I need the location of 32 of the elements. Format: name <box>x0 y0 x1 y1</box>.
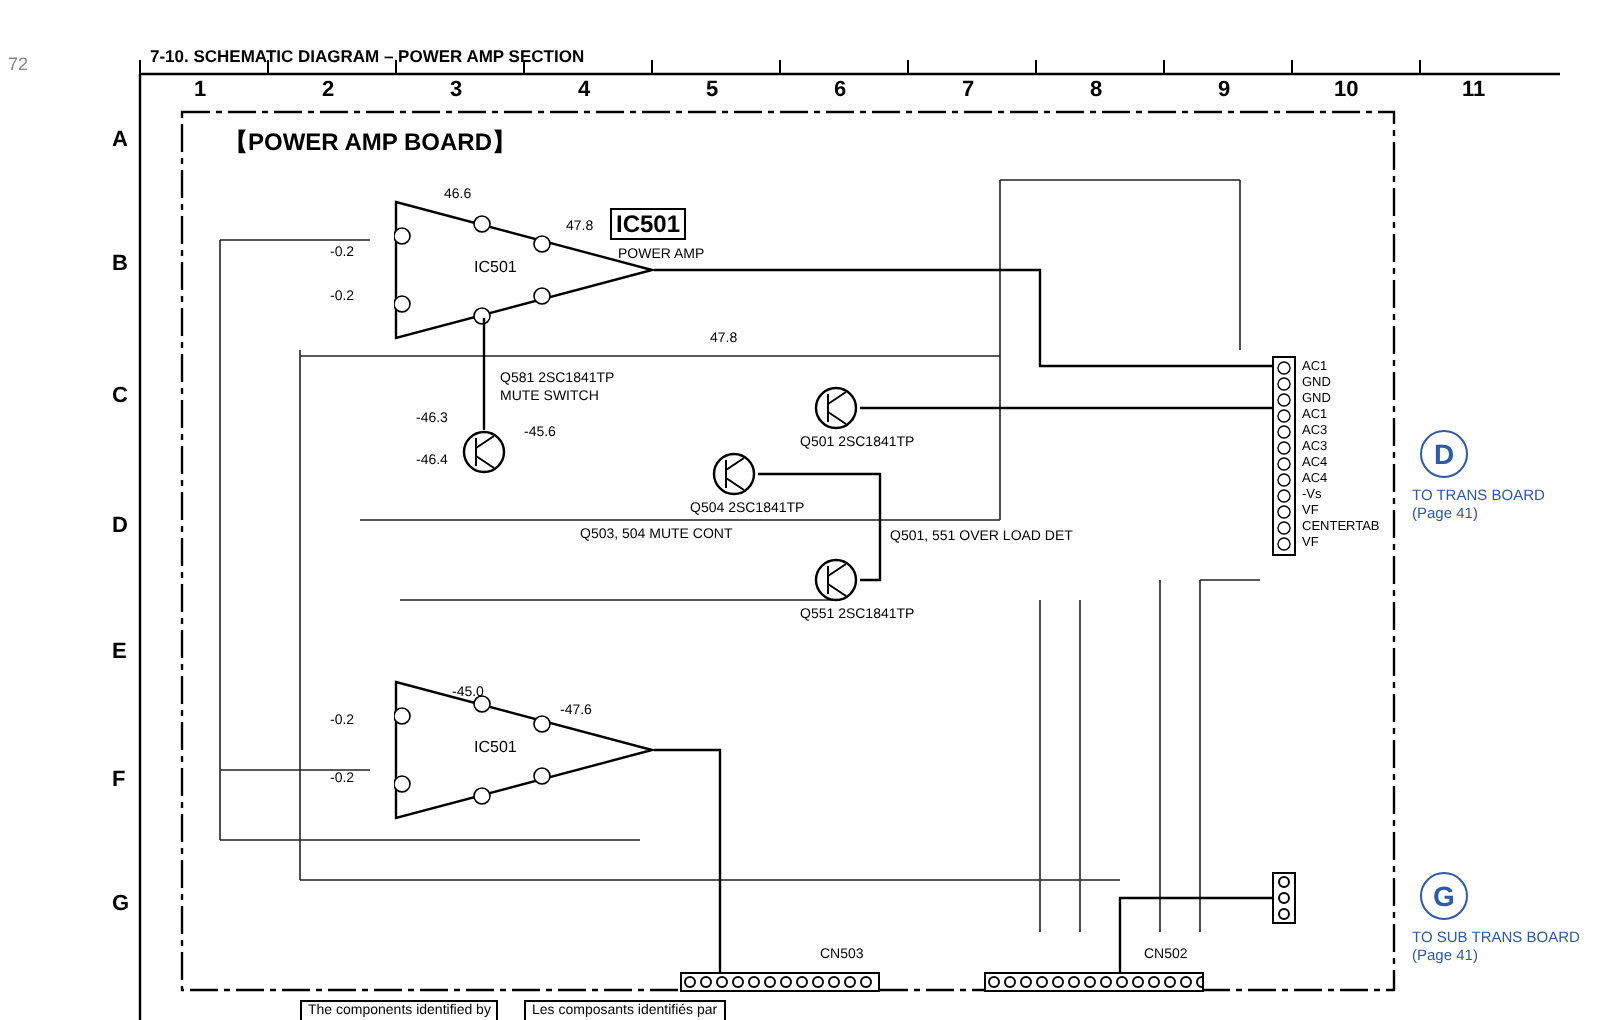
grid-letter: C <box>112 386 128 408</box>
wire <box>654 748 722 972</box>
reference-circle: D <box>1420 430 1468 478</box>
page-number: 72 <box>8 56 29 74</box>
grid-number: 11 <box>1462 80 1486 102</box>
grid-number: 1 <box>194 80 207 102</box>
grid-number: 8 <box>1090 80 1103 102</box>
grid-letter: F <box>112 770 126 792</box>
diagram-title: 7-10. SCHEMATIC DIAGRAM – POWER AMP SECTION <box>150 48 585 65</box>
grid-number: 2 <box>322 80 335 102</box>
grid-letter: G <box>112 894 130 916</box>
wire <box>1118 896 1272 972</box>
wire <box>860 406 1272 410</box>
ic-label: IC501 <box>474 740 517 756</box>
grid-letter: A <box>112 130 128 152</box>
grid-letter: E <box>112 642 127 664</box>
grid-number: 10 <box>1334 80 1359 102</box>
grid-number: 7 <box>962 80 975 102</box>
board-title: 【POWER AMP BOARD】 <box>224 130 517 154</box>
grid-letter: D <box>112 516 128 538</box>
reference-circle: G <box>1420 872 1468 920</box>
grid-letter: B <box>112 254 128 276</box>
grid-number: 4 <box>578 80 591 102</box>
wire <box>758 472 882 582</box>
wire <box>482 318 486 430</box>
grid-number: 3 <box>450 80 463 102</box>
grid-number: 6 <box>834 80 847 102</box>
ic-name: IC501 <box>610 208 687 240</box>
ic-label: IC501 <box>474 260 517 276</box>
grid-number: 9 <box>1218 80 1231 102</box>
grid-number: 5 <box>706 80 719 102</box>
wire <box>654 268 1272 368</box>
